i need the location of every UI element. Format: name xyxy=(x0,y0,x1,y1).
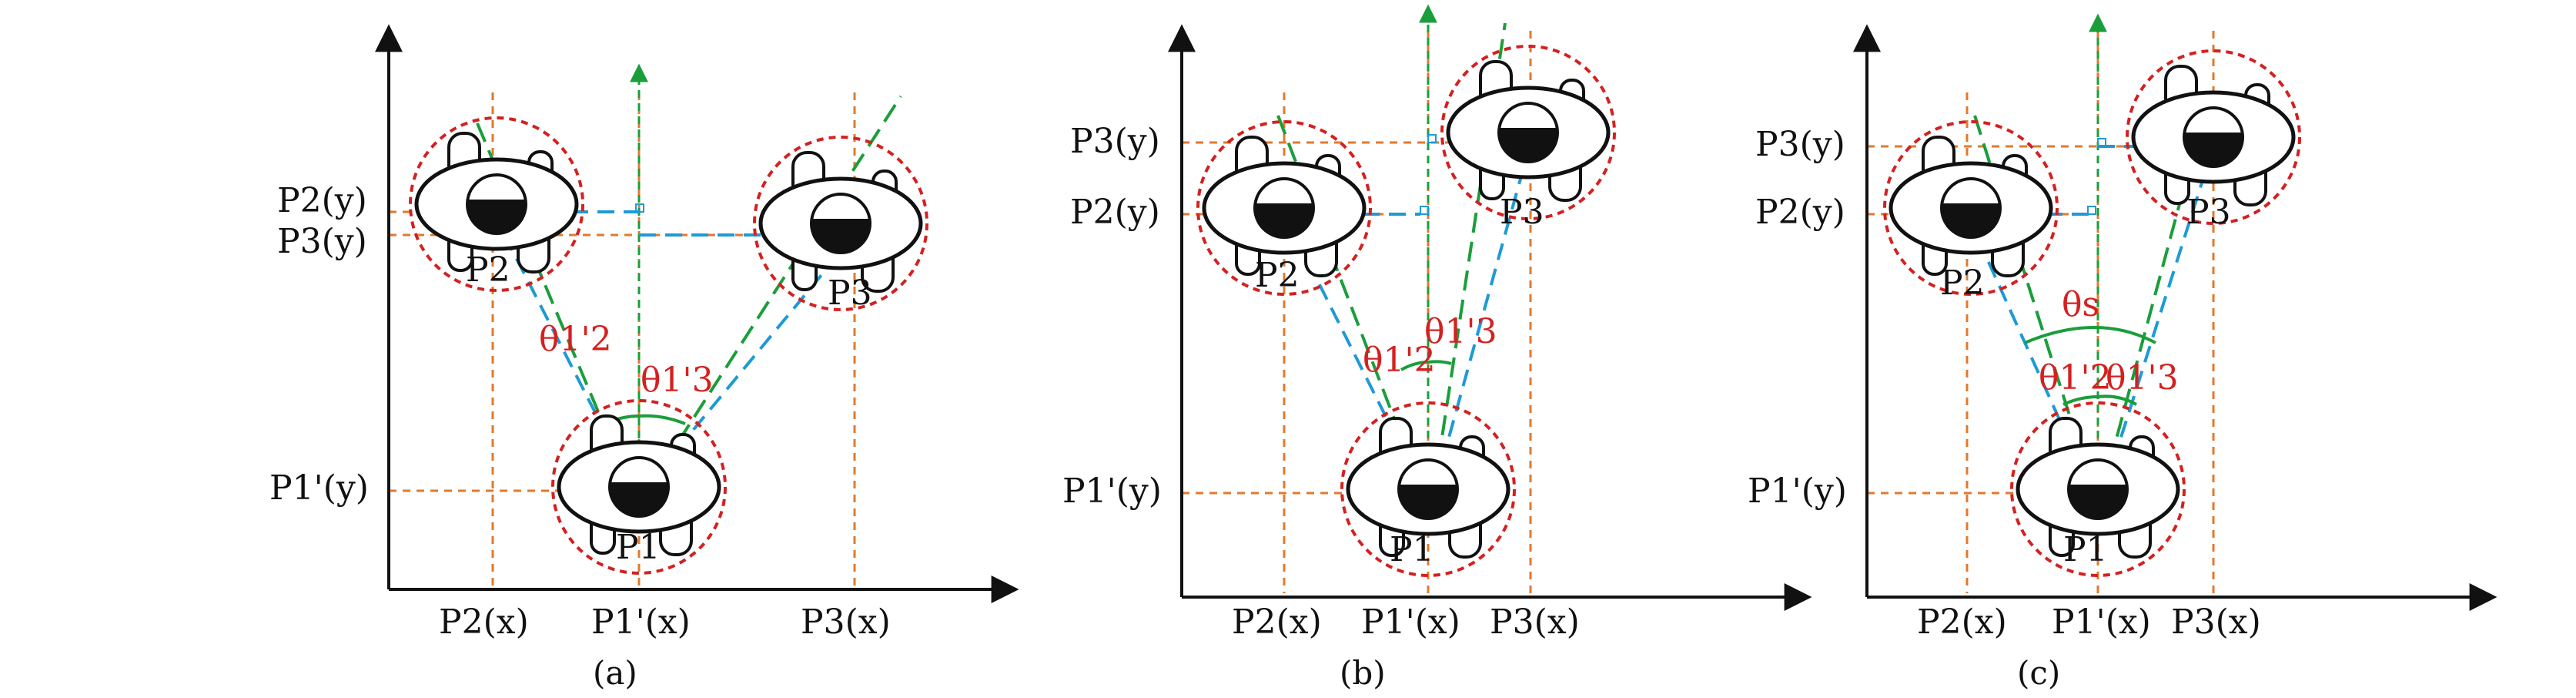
panel-c-ylabel-2: P2(y) xyxy=(1755,193,1845,232)
panel-c-caption: (c) xyxy=(2017,654,2060,692)
panel-c-angle-label-3: θ1'3 xyxy=(2106,358,2179,398)
panel-a-eye-label-p1: P1 xyxy=(616,528,661,567)
panel-a-xlabel-3: P3(x) xyxy=(801,602,891,642)
panel-c-ylabel-1: P3(y) xyxy=(1755,125,1845,164)
panel-a-eye-label-p2: P2 xyxy=(466,250,510,290)
panel-b-ylabel-1: P3(y) xyxy=(1070,122,1160,161)
panel-b-caption: (b) xyxy=(1340,654,1386,692)
panel-b-ylabel-3: P1'(y) xyxy=(1062,471,1162,511)
panel-c-xlabel-1: P2(x) xyxy=(1917,602,2007,642)
panel-b-eye-label-p3: P3 xyxy=(1500,193,1544,232)
panel-a-xlabel-1: P2(x) xyxy=(439,602,529,642)
panel-a-ylabel-1: P2(y) xyxy=(277,181,367,220)
panel-b-xlabel-2: P1'(x) xyxy=(1361,602,1460,642)
panel-c xyxy=(1853,13,2497,611)
panel-c-angle-label-2: θ1'2 xyxy=(2039,358,2112,398)
panel-a-ylabel-2: P3(y) xyxy=(277,222,367,261)
panel-c-ylabel-3: P1'(y) xyxy=(1748,471,1847,511)
panel-c-eye-label-p2: P2 xyxy=(1940,263,1985,303)
panel-b-eye-label-p2: P2 xyxy=(1255,256,1300,295)
panel-c-eye-label-p3: P3 xyxy=(2186,193,2231,232)
panel-b-xlabel-1: P2(x) xyxy=(1232,602,1322,642)
panel-c-xlabel-2: P1'(x) xyxy=(2052,602,2151,642)
panel-c-eye-label-p1: P1 xyxy=(2063,530,2108,569)
panel-b-angle-label-2: θ1'3 xyxy=(1424,312,1497,351)
panel-a xyxy=(375,24,1019,603)
panel-a-angle-label-2: θ1'3 xyxy=(641,361,714,400)
panel-b-eye-label-p1: P1 xyxy=(1390,530,1434,569)
panel-a-eye-label-p3: P3 xyxy=(828,273,872,313)
panel-c-angle-label-1: θs xyxy=(2062,285,2099,324)
panel-b-angle-label-1: θ1'2 xyxy=(1363,341,1436,380)
panel-c-xlabel-3: P3(x) xyxy=(2171,602,2261,642)
panel-a-xlabel-2: P1'(x) xyxy=(591,602,691,642)
panel-b-xlabel-3: P3(x) xyxy=(1490,602,1580,642)
panel-b-ylabel-2: P2(y) xyxy=(1070,193,1160,232)
panel-a-angle-label-1: θ1'2 xyxy=(539,320,612,359)
panel-b xyxy=(1168,4,1812,611)
panel-a-ylabel-3: P1'(y) xyxy=(269,468,369,508)
panel-a-caption: (a) xyxy=(593,654,637,692)
